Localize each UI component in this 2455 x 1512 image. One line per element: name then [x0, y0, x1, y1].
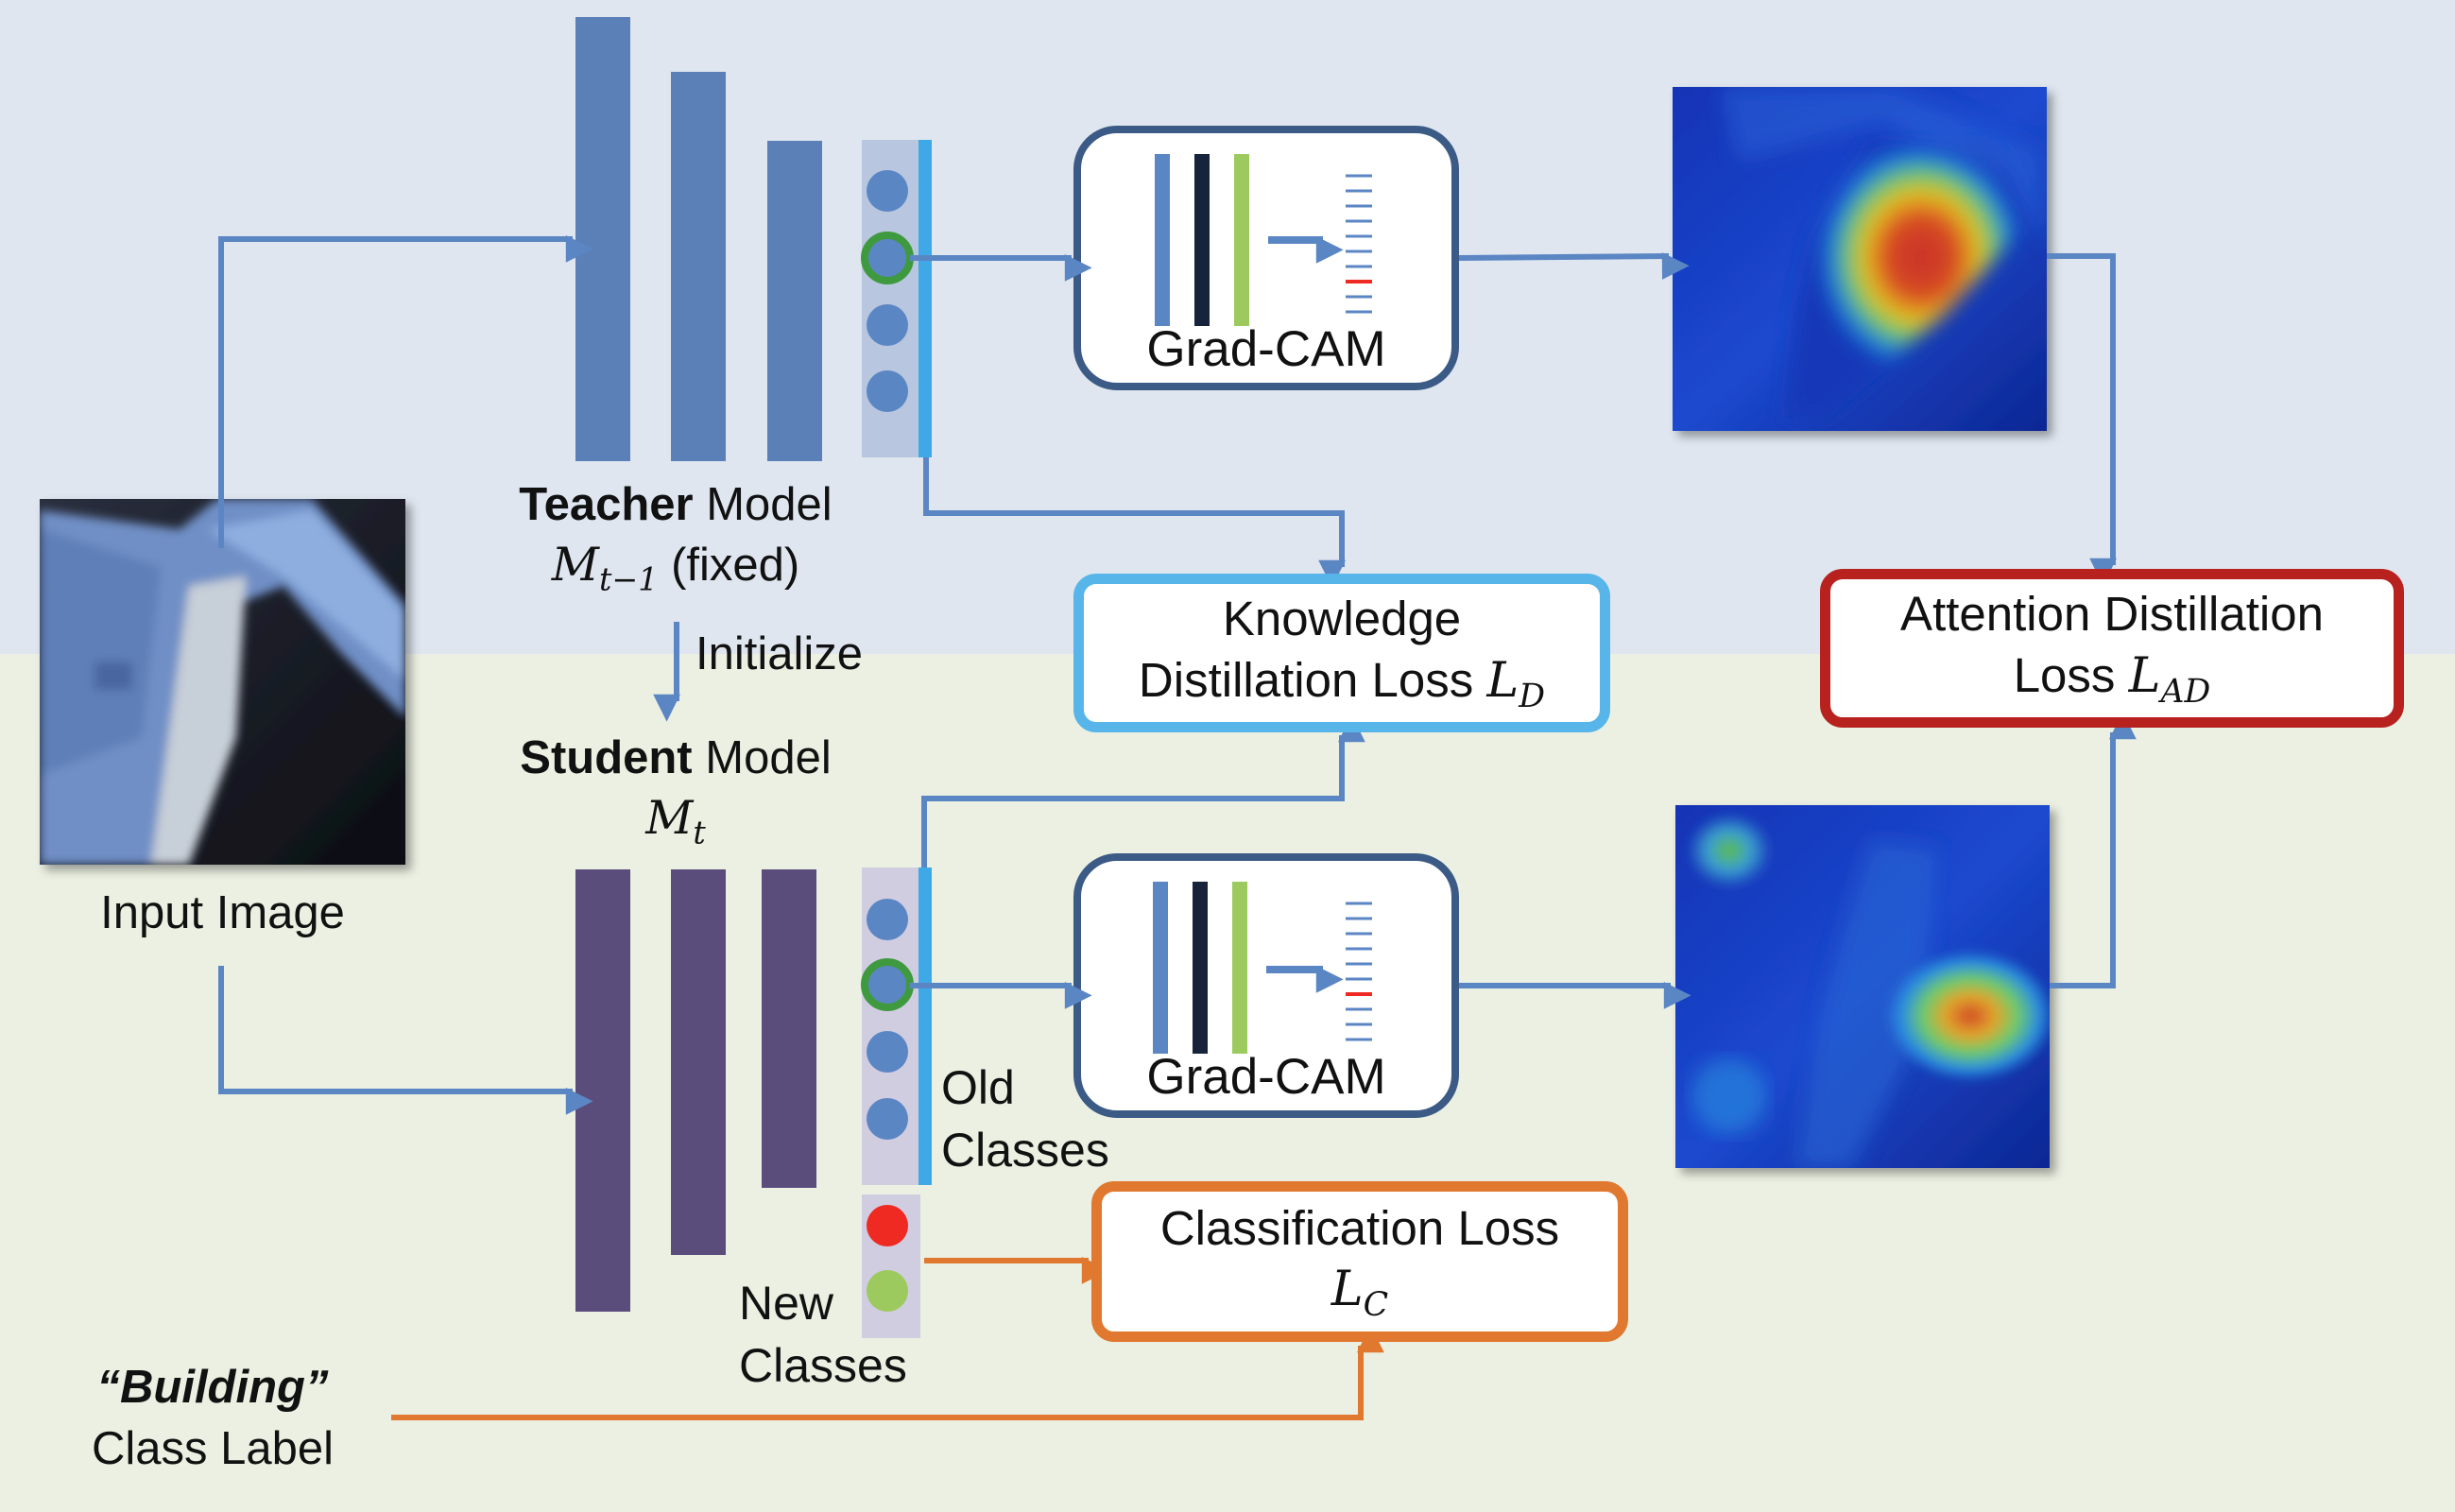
arrow-teacher-to-kd-loss — [923, 457, 1346, 588]
student-model-symbol: Mt — [463, 791, 888, 851]
teacher-layer-3 — [767, 141, 822, 461]
arrow-gradcam-to-teacher-heatmap — [1458, 252, 1690, 280]
attention-loss-line2: Loss LAD — [2014, 644, 2211, 713]
teacher-symbol-sub: t−1 — [598, 560, 659, 598]
arrow-student-to-kd-loss — [921, 714, 1365, 868]
knowledge-loss-line1: Knowledge — [1222, 592, 1462, 646]
student-symbol-sub: t — [693, 814, 706, 851]
new-classes-line1: New — [739, 1277, 834, 1330]
student-title-bold: Student — [520, 732, 693, 783]
knowledge-loss-symbol-base: L — [1486, 653, 1519, 710]
student-symbol: Mt — [645, 791, 706, 850]
class-label-text: Class Label — [91, 1422, 335, 1474]
knowledge-loss-line2: Distillation Loss LD — [1139, 649, 1545, 717]
class-label: “Building” Class Label — [57, 1357, 369, 1479]
classification-loss-symbol-base: L — [1331, 1261, 1364, 1317]
student-attention-heatmap — [1675, 805, 2050, 1168]
gradcam-label-student: Grad-CAM — [1146, 1049, 1386, 1105]
student-title-rest: Model — [692, 732, 832, 783]
student-model-title: Student Model — [463, 731, 888, 784]
teacher-symbol: Mt−1 — [551, 538, 659, 597]
new-classes-label: New Classes — [739, 1272, 907, 1397]
teacher-layers — [575, 17, 932, 461]
new-class-node-green — [867, 1270, 908, 1312]
attention-distillation-loss-box: Attention Distillation Loss LAD — [1820, 569, 2404, 728]
arrow-student-heatmap-to-attention-loss — [2050, 712, 2137, 988]
attention-loss-symbol-base: L — [2128, 648, 2161, 705]
student-output-bar — [918, 868, 932, 1185]
teacher-title-bold: Teacher — [519, 479, 694, 530]
initialize-label: Initialize — [695, 628, 864, 679]
arrow-class-label-to-classification-loss — [391, 1325, 1384, 1420]
classification-loss-symbol-sub: C — [1363, 1285, 1389, 1324]
new-class-node-red — [867, 1205, 908, 1246]
teacher-model-symbol: Mt−1 (fixed) — [463, 538, 888, 598]
student-node — [867, 1031, 908, 1073]
student-layer-3 — [762, 869, 816, 1188]
arrow-input-to-student — [218, 966, 593, 1115]
teacher-node — [867, 304, 908, 346]
arrow-teacher-heatmap-to-attention-loss — [2047, 253, 2117, 586]
student-node-highlighted — [861, 958, 914, 1011]
student-node — [867, 1098, 908, 1140]
teacher-node-highlighted — [861, 232, 914, 284]
teacher-layer-1 — [575, 17, 630, 461]
old-classes-line2: Classes — [941, 1124, 1109, 1177]
student-symbol-base: M — [645, 791, 694, 845]
teacher-node — [867, 170, 908, 212]
teacher-attention-heatmap — [1673, 87, 2047, 431]
attention-loss-text: Loss — [2013, 648, 2129, 703]
teacher-layer-2 — [671, 72, 726, 461]
old-classes-label: Old Classes — [941, 1057, 1109, 1181]
attention-loss-symbol-sub: AD — [2160, 673, 2211, 712]
teacher-output-bar — [918, 140, 932, 457]
attention-loss-symbol: LAD — [2128, 648, 2211, 711]
teacher-title-rest: Model — [693, 479, 833, 530]
classification-loss-line1: Classification Loss — [1159, 1200, 1560, 1255]
gradcam-box-student — [1073, 853, 1459, 1118]
student-node — [867, 899, 908, 940]
attention-loss-line1: Attention Distillation — [1900, 587, 2324, 642]
knowledge-loss-text: Distillation Loss — [1138, 653, 1487, 708]
teacher-model-title: Teacher Model — [463, 478, 888, 531]
input-image — [40, 499, 405, 865]
arrow-input-to-teacher — [218, 235, 593, 548]
gradcam-label-teacher: Grad-CAM — [1146, 321, 1386, 377]
old-classes-line1: Old — [941, 1061, 1015, 1114]
knowledge-loss-symbol: LD — [1486, 653, 1545, 715]
class-label-quote: “Building” — [96, 1362, 329, 1413]
teacher-node — [867, 370, 908, 412]
student-layer-1 — [575, 869, 630, 1312]
teacher-symbol-suffix: (fixed) — [658, 540, 800, 591]
knowledge-distillation-loss-box: Knowledge Distillation Loss LD — [1073, 574, 1610, 732]
student-layer-2 — [671, 869, 726, 1255]
classification-loss-symbol: LC — [1331, 1259, 1388, 1326]
input-image-label: Input Image — [100, 887, 345, 938]
knowledge-loss-symbol-sub: D — [1519, 678, 1546, 716]
new-classes-line2: Classes — [739, 1339, 907, 1392]
teacher-symbol-base: M — [551, 538, 599, 592]
classification-loss-box: Classification Loss LC — [1091, 1181, 1628, 1342]
